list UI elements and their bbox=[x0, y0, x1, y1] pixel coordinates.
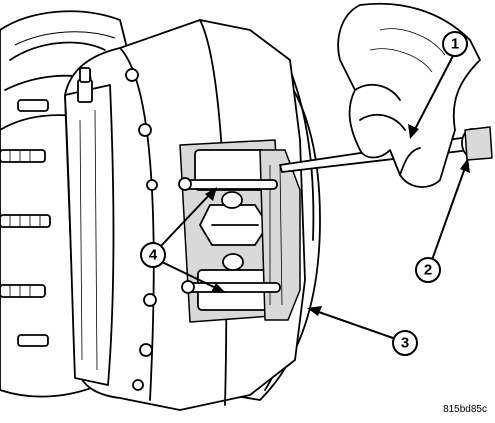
callout-2-label: 2 bbox=[424, 262, 432, 279]
callout-1: 1 bbox=[442, 31, 468, 57]
callout-1-label: 1 bbox=[451, 36, 459, 53]
callout-4: 4 bbox=[140, 242, 166, 268]
callout-3: 3 bbox=[392, 330, 418, 356]
bleeder-screw bbox=[77, 67, 93, 103]
callout-3-label: 3 bbox=[401, 335, 409, 352]
callout-4-label: 4 bbox=[149, 247, 158, 264]
figure-code: 815bd85c bbox=[443, 404, 487, 415]
anti-rattle-spring bbox=[199, 191, 269, 271]
callout-2: 2 bbox=[415, 257, 441, 283]
wheel-studs bbox=[0, 99, 51, 347]
caliper-bolts bbox=[125, 68, 159, 391]
